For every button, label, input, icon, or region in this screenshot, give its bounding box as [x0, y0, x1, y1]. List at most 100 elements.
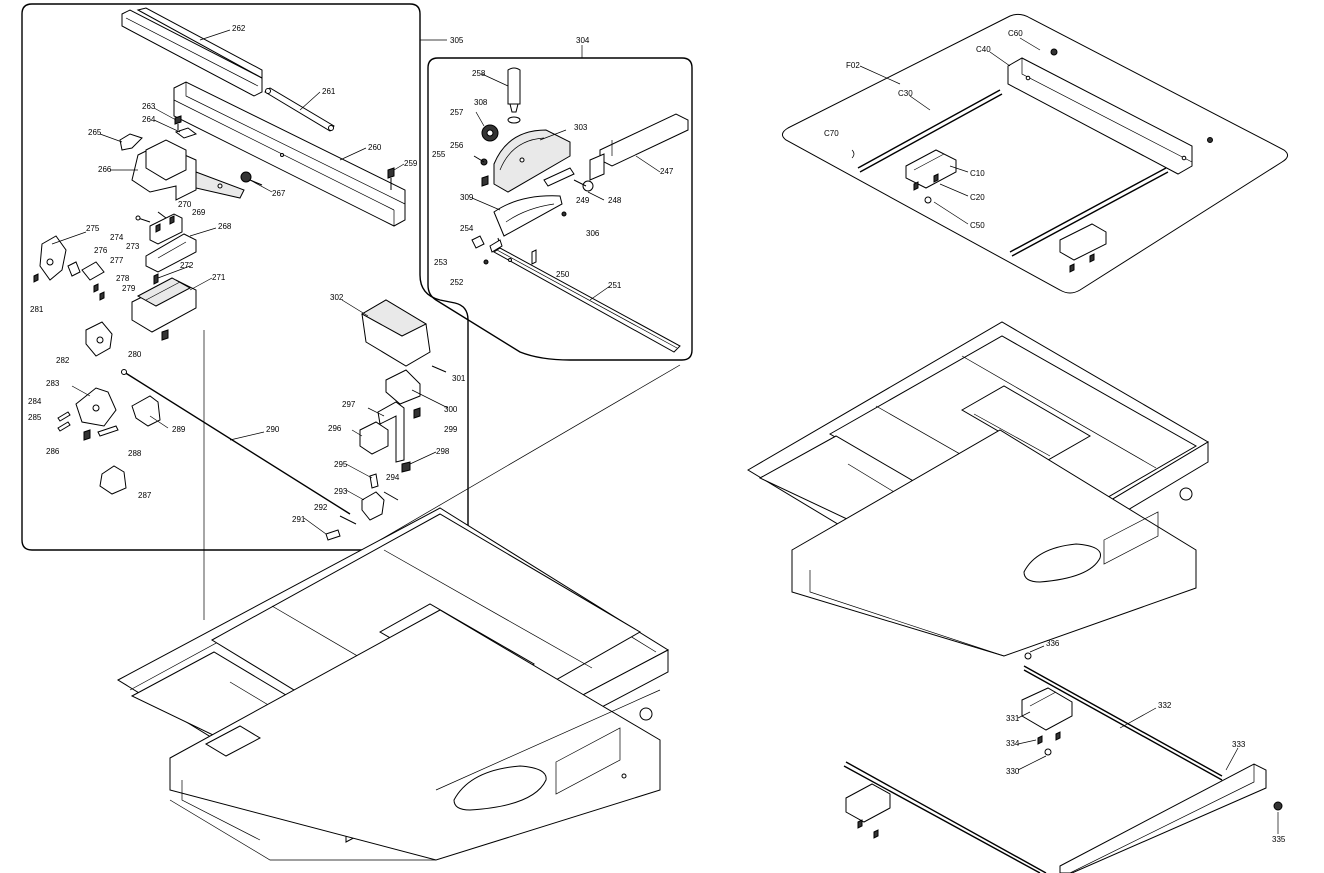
label-260: 260 — [368, 143, 382, 152]
label-256: 256 — [450, 141, 464, 150]
bracket-300 — [385, 365, 447, 405]
label-252: 252 — [450, 278, 464, 287]
knob-257 — [481, 124, 499, 142]
label-C60: C60 — [1008, 29, 1023, 38]
label-263: 263 — [142, 102, 156, 111]
end-bar-C40 — [1007, 48, 1213, 175]
label-259: 259 — [404, 159, 418, 168]
label-291: 291 — [292, 515, 306, 524]
pad-264 — [174, 127, 198, 139]
label-248: 248 — [608, 196, 622, 205]
label-331: 331 — [1006, 714, 1020, 723]
rod-290 — [121, 369, 351, 515]
label-254: 254 — [460, 224, 474, 233]
label-336: 336 — [1046, 639, 1060, 648]
label-265: 265 — [88, 128, 102, 137]
label-299: 299 — [444, 425, 458, 434]
label-275: 275 — [86, 224, 100, 233]
protractor-303 — [493, 129, 571, 193]
knob-267 — [240, 171, 263, 186]
bracket-C10 — [905, 149, 957, 204]
label-285: 285 — [28, 413, 42, 422]
label-279: 279 — [122, 284, 136, 293]
label-296: 296 — [328, 424, 342, 433]
cover-302 — [360, 299, 431, 367]
rail-set-lower — [843, 652, 1283, 873]
label-261: 261 — [322, 87, 336, 96]
clamp-parts-268-274 — [135, 211, 197, 273]
label-270: 270 — [178, 200, 192, 209]
fence-247 — [589, 113, 689, 181]
screw-263 — [174, 115, 182, 130]
part-labels: 305 304 262 261 260 259 263 264 265 266 … — [28, 24, 1286, 844]
label-C10: C10 — [970, 169, 985, 178]
saw-table-right — [747, 321, 1209, 657]
label-273: 273 — [126, 242, 140, 251]
parts-250-254 — [471, 235, 537, 265]
label-253: 253 — [434, 258, 448, 267]
label-301: 301 — [452, 374, 466, 383]
plate-249-248 — [543, 167, 594, 192]
block-296 — [359, 421, 389, 455]
label-274: 274 — [110, 233, 124, 242]
label-267: 267 — [272, 189, 286, 198]
label-272: 272 — [180, 261, 194, 270]
label-298: 298 — [436, 447, 450, 456]
label-C70: C70 — [824, 129, 839, 138]
label-294: 294 — [386, 473, 400, 482]
cam-289 — [131, 395, 161, 427]
label-303: 303 — [574, 123, 588, 132]
label-300: 300 — [444, 405, 458, 414]
housing-271 — [131, 273, 197, 333]
label-308: 308 — [474, 98, 488, 107]
pins-284-288 — [57, 411, 119, 441]
bar-251 — [493, 247, 681, 353]
label-280: 280 — [128, 350, 142, 359]
label-335: 335 — [1272, 835, 1286, 844]
bracket-282 — [85, 321, 113, 357]
label-281: 281 — [30, 305, 44, 314]
parts-291-295 — [325, 473, 399, 541]
label-297: 297 — [342, 400, 356, 409]
label-276: 276 — [94, 246, 108, 255]
label-249: 249 — [576, 196, 590, 205]
label-302: 302 — [330, 293, 344, 302]
label-306: 306 — [586, 229, 600, 238]
screw-280 — [161, 329, 169, 341]
screw-259 — [387, 167, 395, 190]
plate-309 — [493, 195, 567, 237]
label-268: 268 — [218, 222, 232, 231]
label-295: 295 — [334, 460, 348, 469]
label-288: 288 — [128, 449, 142, 458]
label-278: 278 — [116, 274, 130, 283]
label-C30: C30 — [898, 89, 913, 98]
label-292: 292 — [314, 503, 328, 512]
label-289: 289 — [172, 425, 186, 434]
label-334: 334 — [1006, 739, 1020, 748]
callout-304: 304 — [576, 36, 590, 45]
label-283: 283 — [46, 379, 60, 388]
saw-table-left — [116, 330, 681, 861]
label-264: 264 — [142, 115, 156, 124]
label-258: 258 — [472, 69, 486, 78]
leader-lines — [51, 29, 1279, 834]
label-269: 269 — [192, 208, 206, 217]
label-286: 286 — [46, 447, 60, 456]
label-247: 247 — [660, 167, 674, 176]
spring-parts-276-279 — [67, 261, 105, 301]
label-282: 282 — [56, 356, 70, 365]
rod-C30 — [851, 89, 1003, 173]
label-251: 251 — [608, 281, 622, 290]
label-F02: F02 — [846, 61, 860, 70]
label-330: 330 — [1006, 767, 1020, 776]
right-panel — [427, 45, 693, 361]
screws-255-256 — [473, 155, 489, 187]
label-271: 271 — [212, 273, 226, 282]
label-284: 284 — [28, 397, 42, 406]
fence-body-260 — [173, 81, 406, 227]
fence-rail-262 — [121, 7, 263, 97]
plate-283 — [75, 387, 117, 427]
label-290: 290 — [266, 425, 280, 434]
